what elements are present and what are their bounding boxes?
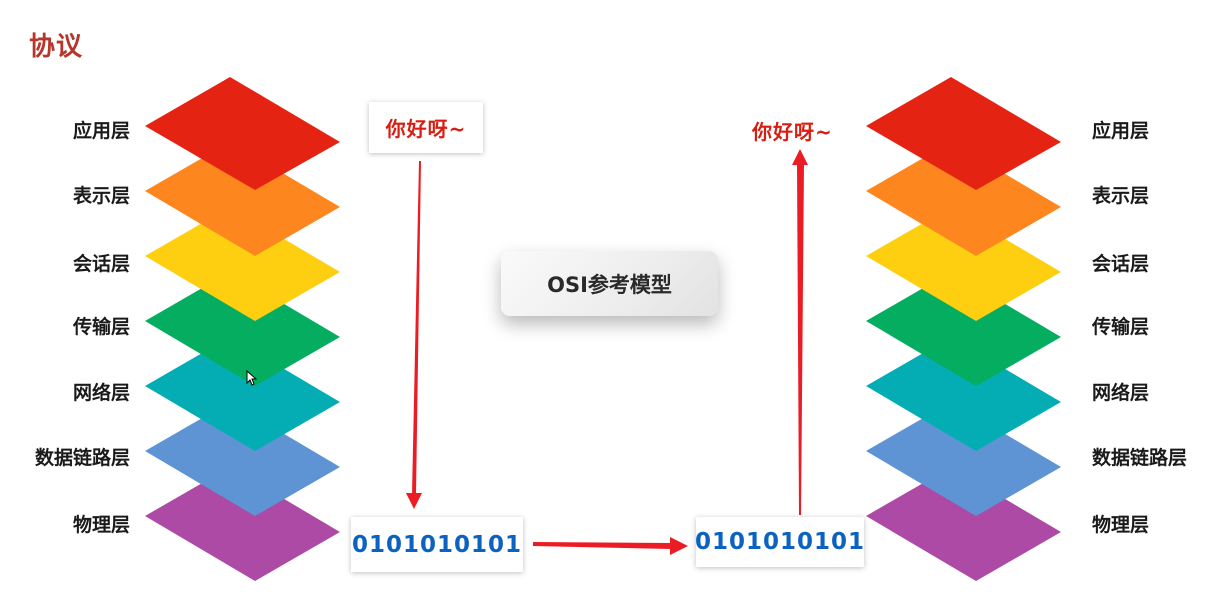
layer-label-transport: 传输层 [72, 316, 130, 338]
layer-label-transport: 传输层 [1092, 316, 1150, 338]
arrow-right-transmit-icon [533, 537, 688, 555]
layer-label-network: 网络层 [1092, 382, 1150, 404]
sender-message-box: 你好呀~ [369, 102, 483, 153]
layer-diamond-transport [145, 272, 340, 386]
sender-bits-text: 0101010101 [351, 531, 523, 558]
layer-label-network: 网络层 [72, 382, 130, 404]
layer-label-physical: 物理层 [72, 514, 130, 536]
layer-diamond-network [145, 337, 340, 451]
layer-label-datalink: 数据链路层 [34, 447, 130, 469]
receiver-message-text: 你好呀~ [752, 120, 833, 144]
page-title: 协议 [29, 32, 84, 62]
receiver-layer-stack [866, 77, 1061, 581]
layer-label-physical: 物理层 [1092, 514, 1150, 536]
layer-label-presentation: 表示层 [72, 185, 130, 207]
layer-diamond-transport [866, 272, 1061, 386]
layer-diamond-application [145, 77, 340, 190]
layer-diamond-presentation [866, 142, 1061, 256]
sender-bits-box: 0101010101 [351, 517, 523, 572]
layer-diamond-physical [866, 467, 1061, 581]
arrow-up-decode-icon [792, 149, 808, 515]
sender-layer-stack [145, 77, 340, 581]
receiver-bits-text: 0101010101 [694, 529, 866, 555]
layer-diamond-datalink [145, 402, 340, 516]
osi-model-label: OSI参考模型 [501, 251, 718, 316]
layer-label-application: 应用层 [72, 120, 130, 142]
layer-diamond-datalink [866, 402, 1061, 516]
arrow-down-encode-icon [406, 161, 422, 509]
layer-label-session: 会话层 [72, 253, 130, 275]
layer-label-session: 会话层 [1092, 253, 1150, 275]
receiver-bits-box: 0101010101 [694, 517, 866, 567]
layer-diamond-physical [145, 467, 340, 581]
layer-label-presentation: 表示层 [1092, 185, 1150, 207]
layer-diamond-application [866, 77, 1061, 190]
layer-diamond-network [866, 337, 1061, 451]
layer-diamond-session [145, 207, 340, 321]
sender-message-text: 你好呀~ [385, 117, 467, 141]
layer-diamond-session [866, 207, 1061, 321]
layer-diamond-presentation [145, 142, 340, 256]
layer-label-application: 应用层 [1092, 120, 1150, 142]
layer-label-datalink: 数据链路层 [1092, 447, 1188, 469]
mouse-cursor-icon [246, 370, 258, 386]
